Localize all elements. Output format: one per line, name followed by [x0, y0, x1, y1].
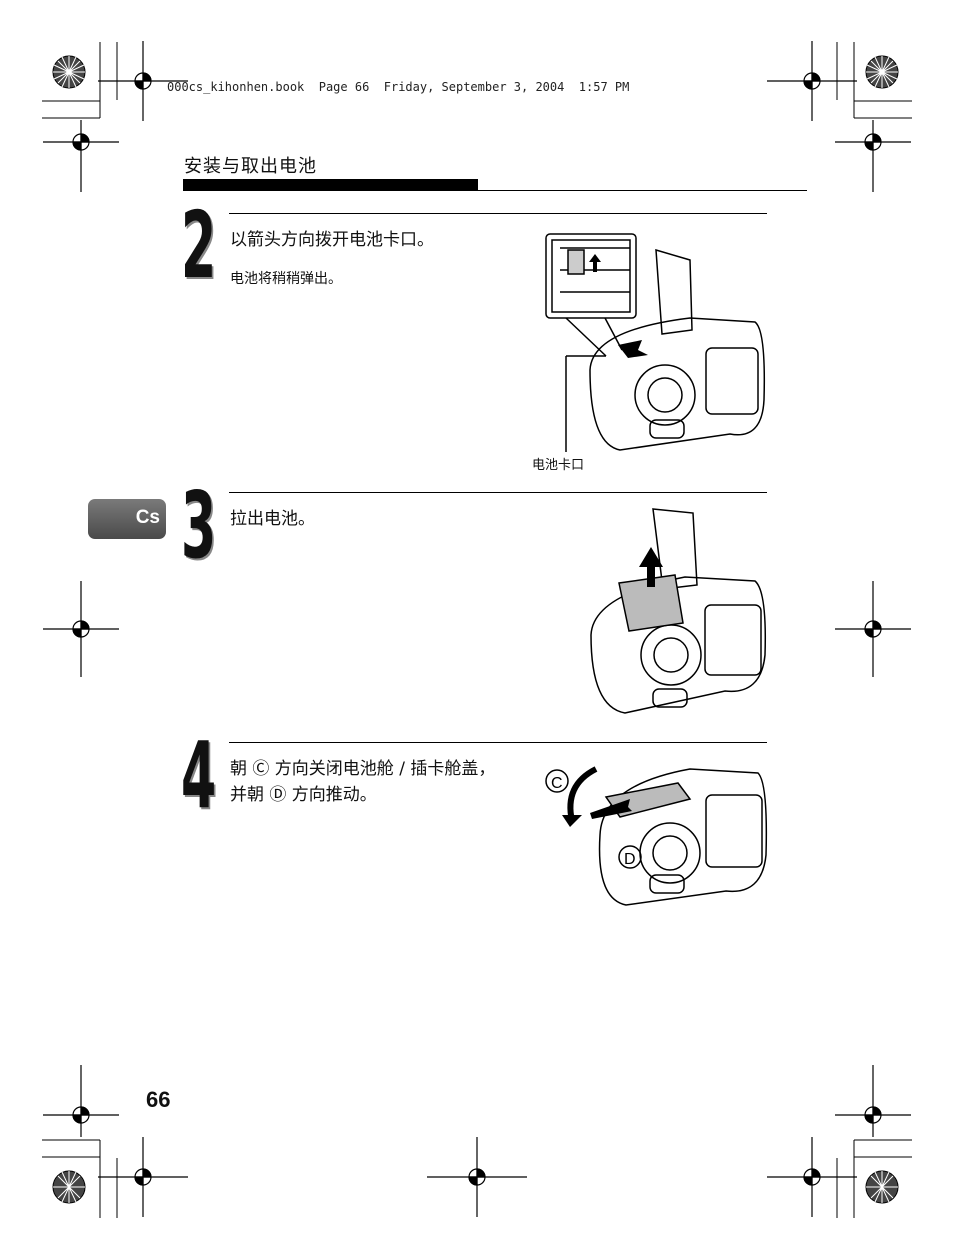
step-2-text: 以箭头方向拨开电池卡口。 [230, 230, 434, 250]
label-c: C [551, 775, 563, 792]
step-4-rule [229, 742, 767, 743]
step-3-rule [229, 492, 767, 493]
step-2-rule [229, 213, 767, 214]
step-2-number: 2 [181, 192, 217, 299]
language-tab-label: Cs [135, 507, 160, 528]
step-4-text-line2: 并朝 Ⓓ 方向推动。 [230, 785, 377, 805]
step-3-number: 3 [181, 472, 217, 579]
camera-illustration-open-latch [545, 233, 766, 452]
print-header: 000cs_kihonhen.book Page 66 Friday, Sept… [167, 80, 630, 94]
title-underline [183, 190, 807, 191]
title-rule [183, 179, 478, 191]
battery-latch-label: 电池卡口 [532, 458, 585, 473]
language-tab: Cs [88, 499, 166, 539]
page-number: 66 [146, 1087, 171, 1112]
step-3-text: 拉出电池。 [230, 509, 315, 529]
section-title: 安装与取出电池 [184, 156, 317, 177]
step-4-text-line1: 朝 Ⓒ 方向关闭电池舱 / 插卡舱盖， [230, 759, 496, 779]
label-d: D [624, 851, 636, 868]
step-4-number: 4 [181, 722, 217, 829]
camera-illustration-pull-battery [590, 508, 767, 714]
camera-illustration-close-cover: C D [545, 766, 768, 906]
step-2-subtext: 电池将稍稍弹出。 [230, 271, 342, 287]
